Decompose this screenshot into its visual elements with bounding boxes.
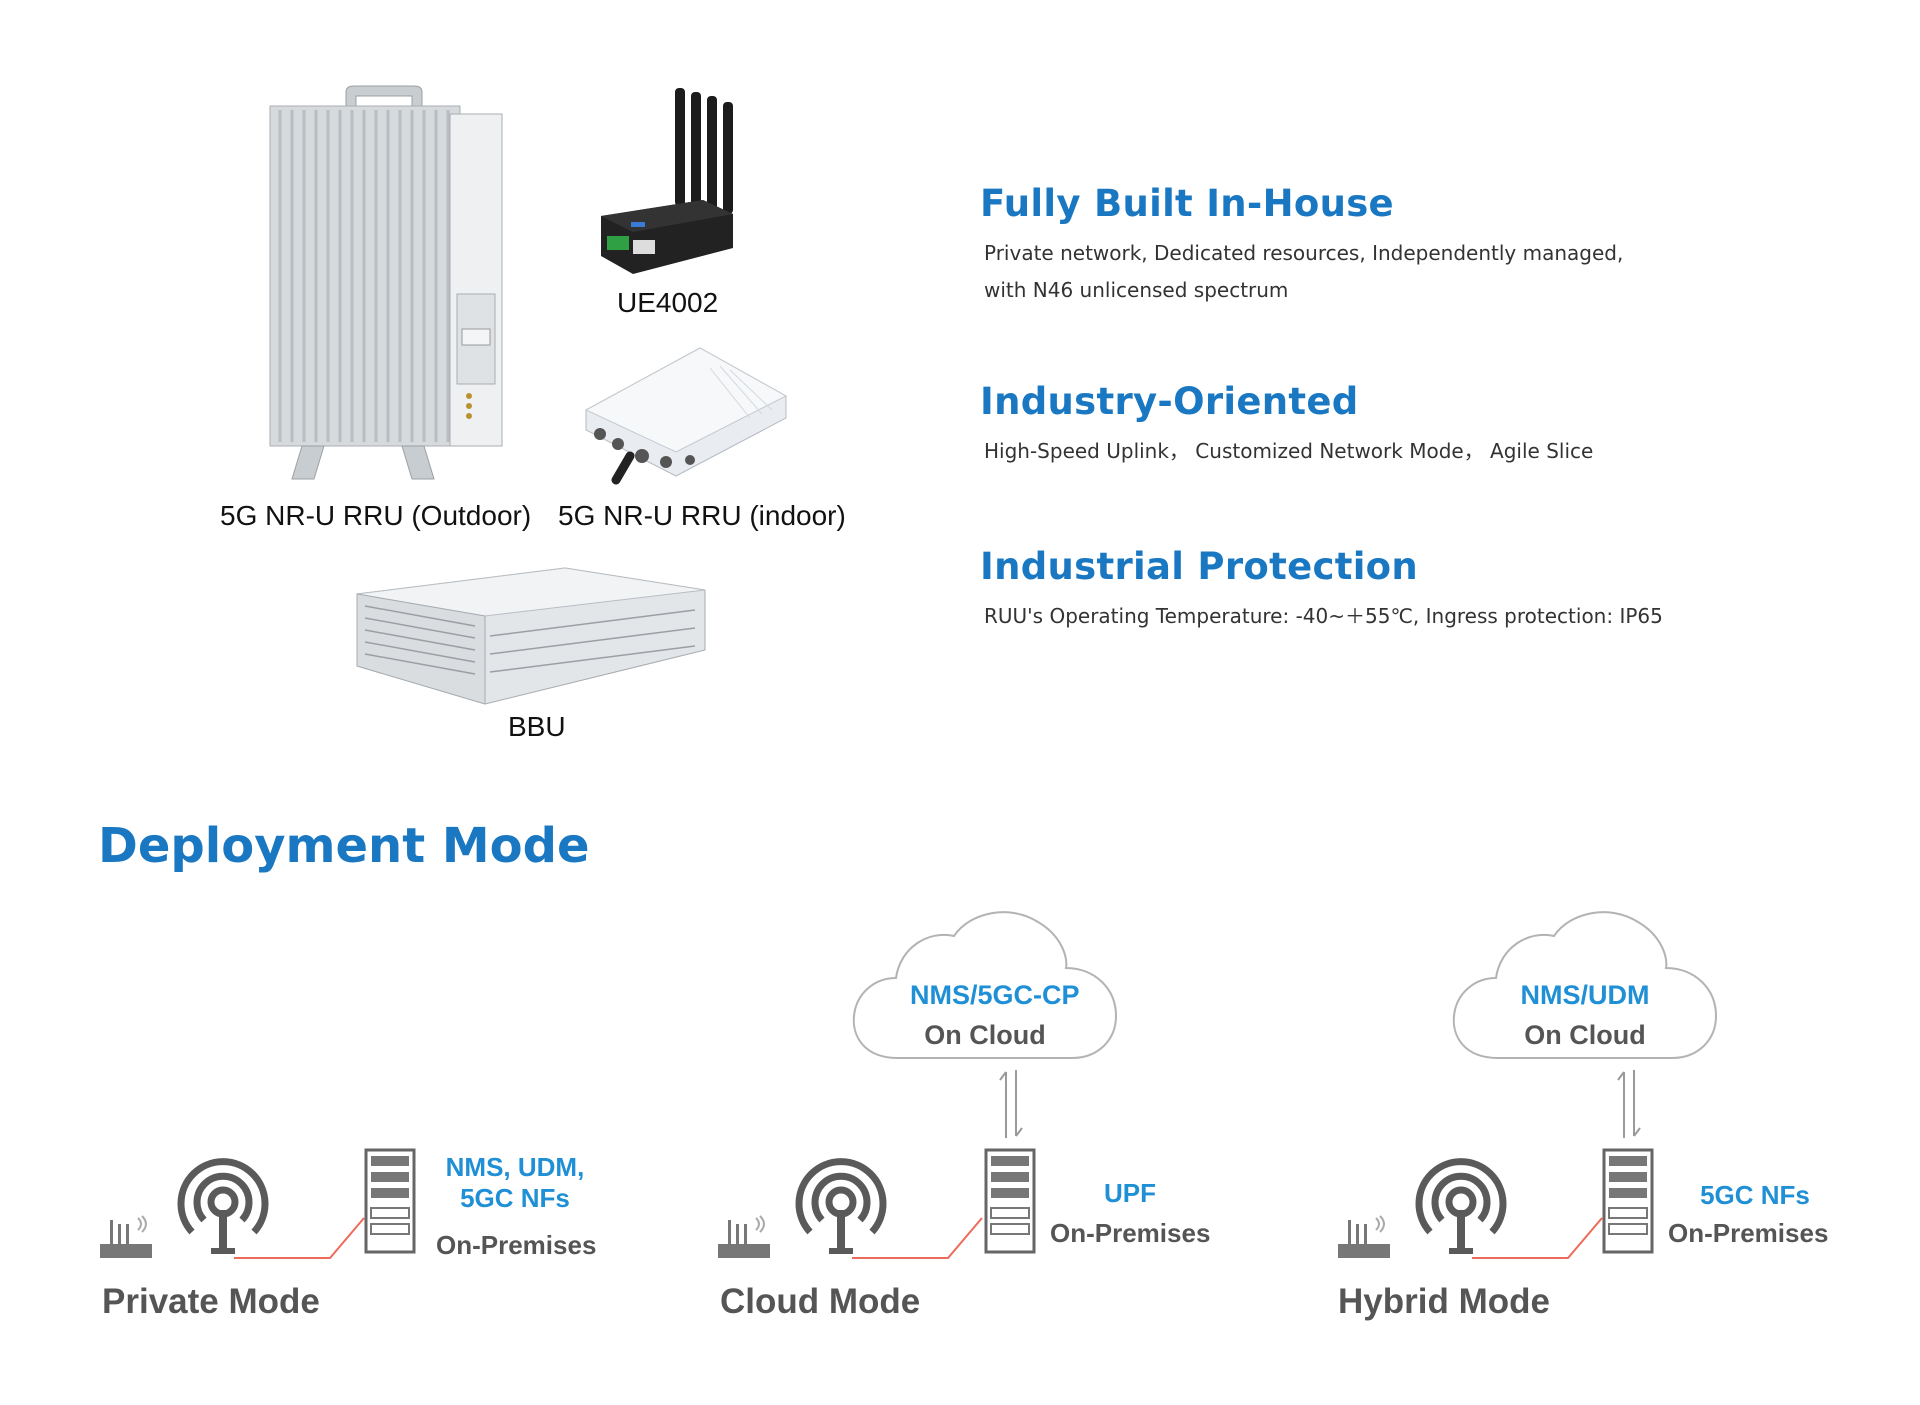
link-line <box>1472 1217 1603 1259</box>
private-onprem-label: On-Premises <box>436 1230 597 1260</box>
server-rack-icon <box>364 1148 416 1254</box>
feature-title: Fully Built In-House <box>980 182 1394 225</box>
cloud-onprem-label: On-Premises <box>1050 1218 1211 1248</box>
antenna-tower-icon <box>177 1158 269 1254</box>
sync-arrows-icon <box>1617 1070 1641 1138</box>
server-rack-icon <box>1602 1148 1654 1254</box>
router-icon <box>718 1215 770 1258</box>
nf-line: 5GC NFs <box>1700 1180 1810 1210</box>
nf-line: UPF <box>1104 1178 1156 1208</box>
feature-desc-line: High-Speed Uplink， Customized Network Mo… <box>984 439 1594 463</box>
cloud-mode-cloud-subtitle: On Cloud <box>924 1020 1046 1050</box>
ue4002-caption: UE4002 <box>617 287 719 318</box>
feature-title: Industry-Oriented <box>980 380 1359 423</box>
feature-description: RUU's Operating Temperature: -40~＋55℃, I… <box>984 598 1663 635</box>
feature-description: Private network, Dedicated resources, In… <box>984 235 1623 309</box>
feature-desc-line: with N46 unlicensed spectrum <box>984 278 1289 302</box>
bbu-caption: BBU <box>508 711 566 742</box>
router-icon <box>100 1215 152 1258</box>
rru-indoor-image <box>584 347 788 485</box>
antenna-tower-icon <box>795 1158 887 1254</box>
cloud-icon <box>1452 911 1718 1059</box>
deployment-heading: Deployment Mode <box>98 818 590 874</box>
private-mode-label: Private Mode <box>102 1282 320 1321</box>
ue-router-image <box>601 88 733 274</box>
feature-title: Industrial Protection <box>980 545 1419 588</box>
link-line <box>852 1217 983 1259</box>
cloud-icon <box>852 911 1118 1059</box>
rru-outdoor-caption: 5G NR-U RRU (Outdoor) <box>220 500 532 531</box>
hybrid-mode-cloud-title: NMS/UDM <box>1520 980 1650 1010</box>
nf-line: 5GC NFs <box>460 1183 570 1213</box>
feature-industrial-protection: Industrial Protection RUU's Operating Te… <box>980 545 1663 635</box>
server-rack-icon <box>984 1148 1036 1254</box>
cloud-nf-text: UPF <box>1055 1178 1205 1209</box>
private-nf-text: NMS, UDM, 5GC NFs <box>440 1152 590 1214</box>
feature-desc-line: RUU's Operating Temperature: -40~＋55℃, I… <box>984 604 1663 628</box>
bbu-image <box>356 567 706 705</box>
hybrid-mode-cloud-subtitle: On Cloud <box>1524 1020 1646 1050</box>
antenna-tower-icon <box>1415 1158 1507 1254</box>
link-line <box>234 1217 365 1259</box>
cloud-mode-label: Cloud Mode <box>720 1282 921 1321</box>
rru-outdoor-image <box>269 85 503 480</box>
hybrid-onprem-label: On-Premises <box>1668 1218 1829 1248</box>
nf-line: NMS, UDM, <box>445 1152 585 1182</box>
feature-description: High-Speed Uplink， Customized Network Mo… <box>984 433 1593 470</box>
sync-arrows-icon <box>999 1070 1023 1138</box>
rru-indoor-caption: 5G NR-U RRU (indoor) <box>558 500 846 531</box>
cloud-mode-cloud-title: NMS/5GC-CP <box>910 980 1080 1010</box>
router-icon <box>1338 1215 1390 1258</box>
hybrid-mode-label: Hybrid Mode <box>1338 1282 1550 1321</box>
feature-desc-line: Private network, Dedicated resources, In… <box>984 241 1624 265</box>
feature-industry-oriented: Industry-Oriented High-Speed Uplink， Cus… <box>980 380 1593 470</box>
feature-fully-built: Fully Built In-House Private network, De… <box>980 182 1623 309</box>
hybrid-nf-text: 5GC NFs <box>1680 1180 1830 1211</box>
